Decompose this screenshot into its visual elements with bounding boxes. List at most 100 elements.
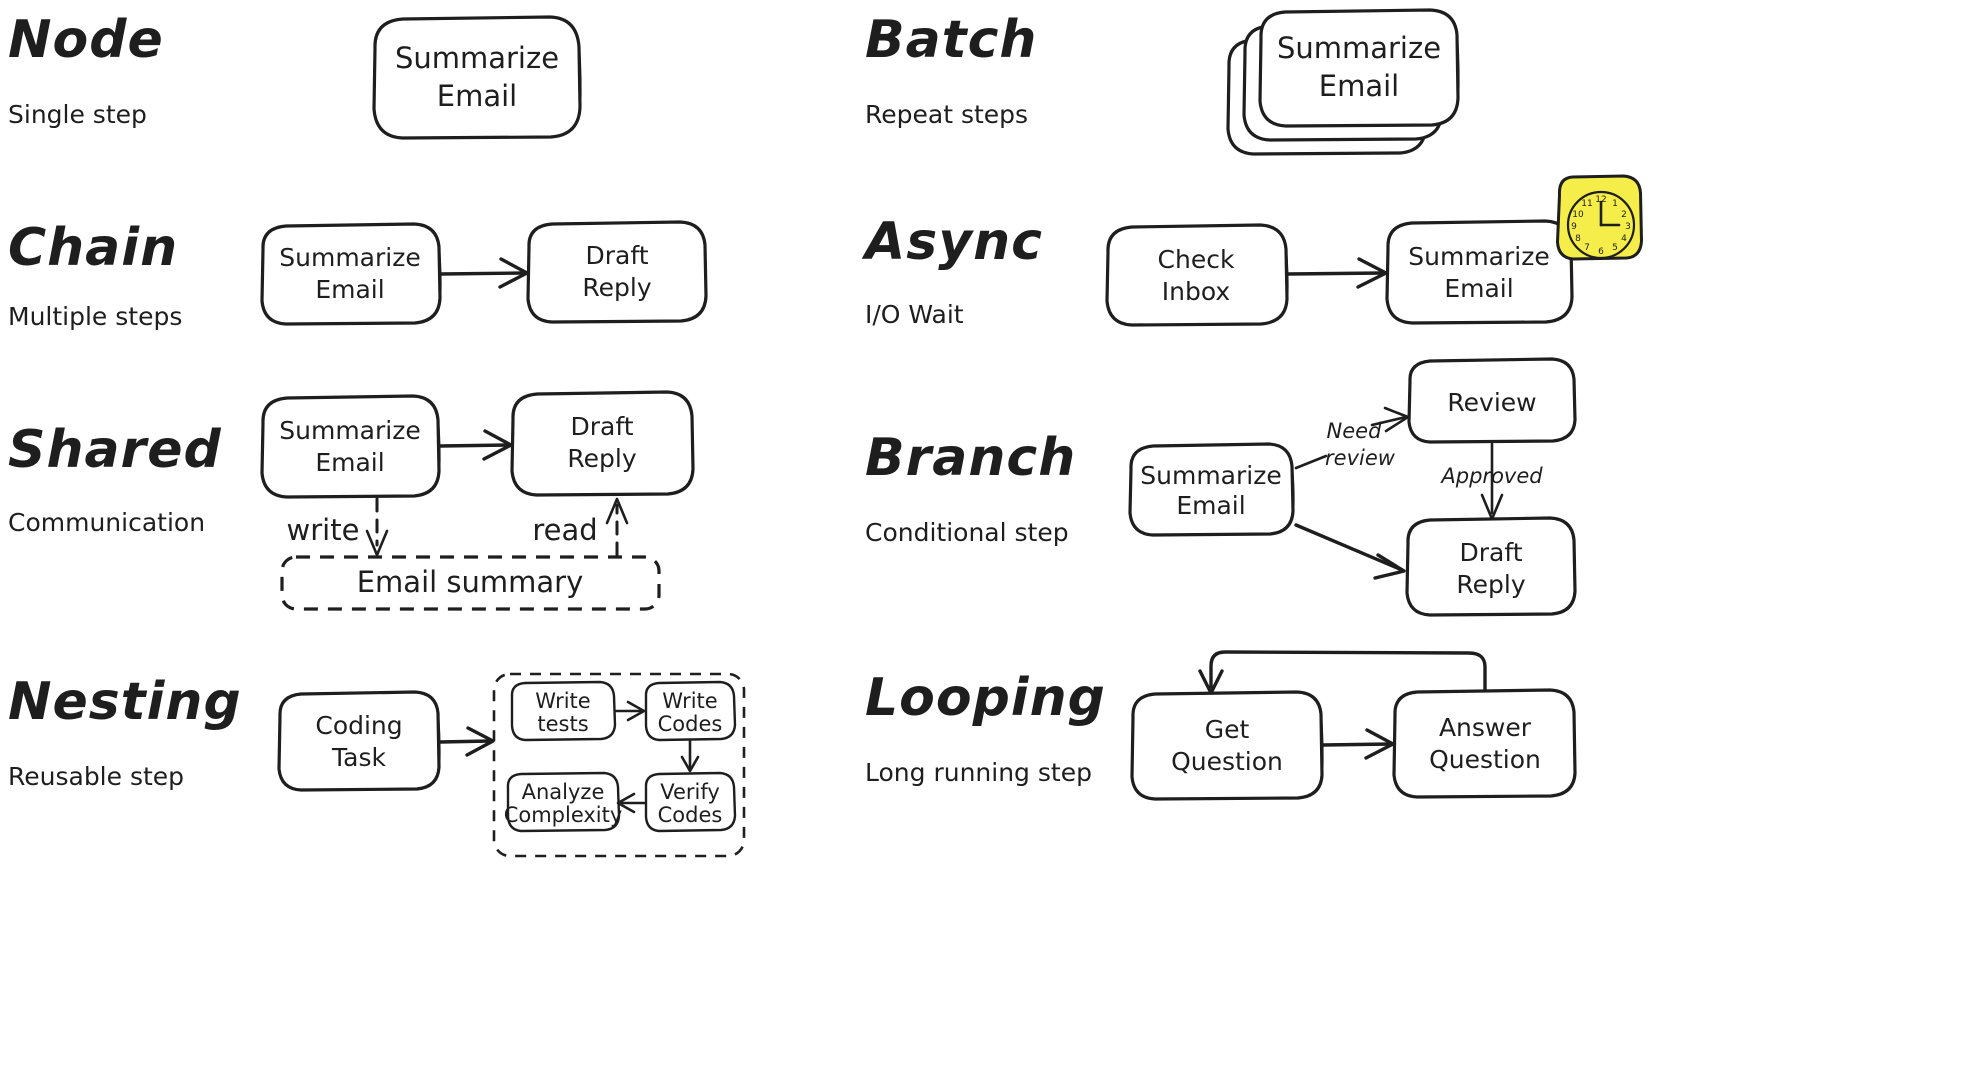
need-review-arrow-line2 (1370, 415, 1408, 427)
section-batch-title: Batch (865, 10, 1037, 70)
write-label: write (287, 513, 360, 547)
section-title: Async (865, 212, 1043, 272)
section-branch-title: Branch (865, 428, 1076, 488)
chain-node1-line2: Email (315, 275, 384, 304)
inner-node3-line2: Codes (658, 803, 723, 827)
svg-text:5: 5 (1612, 243, 1618, 253)
section-title: Node (8, 10, 164, 70)
node-diagram: Summarize Email (358, 8, 608, 148)
section-title: Batch (865, 10, 1038, 70)
branch-direct-arrow-head (1373, 553, 1406, 580)
section-node-subtitle: Single step (8, 100, 147, 129)
branch-node2-label: Review (1447, 388, 1536, 417)
nesting-arrow-head (465, 726, 495, 757)
looping-arrow-head (1364, 728, 1395, 760)
inner-node3-line1: Verify (660, 780, 720, 804)
chain-node2-line1: Draft (585, 241, 648, 270)
branch-diagram: Summarize Email Review Draft Reply Need … (1120, 357, 1580, 640)
looping-node2-line1: Answer (1439, 713, 1532, 742)
approved-label: Approved (1439, 464, 1543, 488)
async-node1-line2: Inbox (1162, 277, 1230, 306)
section-looping-title: Looping (865, 668, 1106, 728)
nesting-node-line2: Task (331, 743, 386, 772)
need-review-label-line1: Need (1327, 419, 1383, 443)
need-review-label-line2: review (1325, 446, 1396, 470)
section-subtitle: Repeat steps (865, 100, 1029, 129)
section-subtitle: Multiple steps (8, 302, 183, 331)
loop-back-line (1209, 650, 1487, 691)
async-arrow-line (1286, 271, 1386, 276)
inner-arrow3-head (616, 792, 636, 814)
section-node-title: Node (8, 10, 164, 70)
looping-diagram: Get Question Answer Question (1125, 645, 1577, 845)
chain-arrow-line (439, 271, 527, 276)
shared-node1-line1: Summarize (279, 416, 420, 445)
section-title: Nesting (8, 672, 242, 732)
write-arrow-head (365, 529, 389, 557)
section-batch-subtitle: Repeat steps (865, 100, 1028, 129)
svg-text:11: 11 (1581, 199, 1592, 209)
need-review-arrow-line (1294, 454, 1328, 470)
svg-text:7: 7 (1584, 243, 1590, 253)
inner-node2-line2: Codes (658, 712, 723, 736)
svg-text:12: 12 (1595, 195, 1606, 205)
section-async-title: Async (865, 212, 1043, 272)
section-branch-subtitle: Conditional step (865, 518, 1069, 547)
async-arrow-head (1356, 257, 1388, 289)
shared-arrow-head (482, 429, 513, 461)
async-node1-line1: Check (1158, 245, 1235, 274)
section-title: Looping (865, 668, 1106, 728)
section-title: Shared (8, 420, 222, 480)
section-subtitle: Conditional step (865, 518, 1069, 547)
shared-arrow-line (438, 443, 511, 448)
looping-arrow-line (1321, 742, 1393, 747)
need-review-arrow-head (1383, 406, 1410, 433)
loop-back-arrow-head (1198, 669, 1224, 695)
async-node2-line2: Email (1444, 274, 1513, 303)
inner-arrow1-head (626, 700, 646, 722)
read-label: read (532, 513, 597, 547)
section-shared-subtitle: Communication (8, 508, 205, 537)
batch-label-line2: Email (1319, 69, 1399, 103)
section-looping-subtitle: Long running step (865, 758, 1092, 787)
nesting-node-line1: Coding (315, 711, 402, 740)
shared-node2-line1: Draft (570, 412, 633, 441)
inner-node1-line2: tests (537, 712, 588, 736)
svg-text:4: 4 (1621, 234, 1627, 244)
branch-node1-line1: Summarize (1140, 461, 1281, 490)
nesting-arrow-line (438, 739, 492, 744)
chain-node2-line2: Reply (582, 273, 651, 302)
section-subtitle: Reusable step (8, 762, 185, 791)
shared-store-label: Email summary (357, 565, 584, 599)
chain-node1-line1: Summarize (279, 243, 420, 272)
async-node2-line1: Summarize (1408, 242, 1549, 271)
looping-node2-line2: Question (1429, 745, 1541, 774)
section-shared-title: Shared (8, 420, 222, 480)
branch-node3-line2: Reply (1456, 570, 1525, 599)
branch-node1-line2: Email (1176, 491, 1245, 520)
clock-icon: 12 1 2 3 4 5 6 7 8 9 10 11 (1555, 174, 1644, 261)
approved-arrow-head (1480, 493, 1504, 521)
inner-node4-line2: Complexity (504, 803, 623, 827)
chain-arrow-head (498, 257, 529, 289)
inner-arrow2-head (680, 755, 700, 773)
section-nesting-title: Nesting (8, 672, 242, 732)
shared-diagram: Summarize Email Draft Reply write read E… (255, 385, 695, 620)
section-title: Branch (865, 428, 1077, 488)
section-chain-title: Chain (8, 218, 178, 278)
section-nesting-subtitle: Reusable step (8, 762, 184, 791)
section-subtitle: Long running step (865, 758, 1092, 787)
shared-store-box (280, 555, 661, 611)
looping-node1-line2: Question (1171, 747, 1283, 776)
batch-label-line1: Summarize (1277, 31, 1441, 65)
nesting-diagram: Coding Task Write tests Write Codes Veri… (272, 670, 752, 860)
branch-direct-arrow-line (1294, 523, 1404, 572)
section-async-subtitle: I/O Wait (865, 300, 964, 329)
looping-node1-line1: Get (1205, 715, 1250, 744)
svg-text:2: 2 (1621, 210, 1627, 220)
inner-node1-line1: Write (535, 689, 590, 713)
section-subtitle: Communication (8, 508, 206, 537)
read-arrow-head (605, 497, 629, 525)
node-label-line1: Summarize (395, 41, 559, 75)
